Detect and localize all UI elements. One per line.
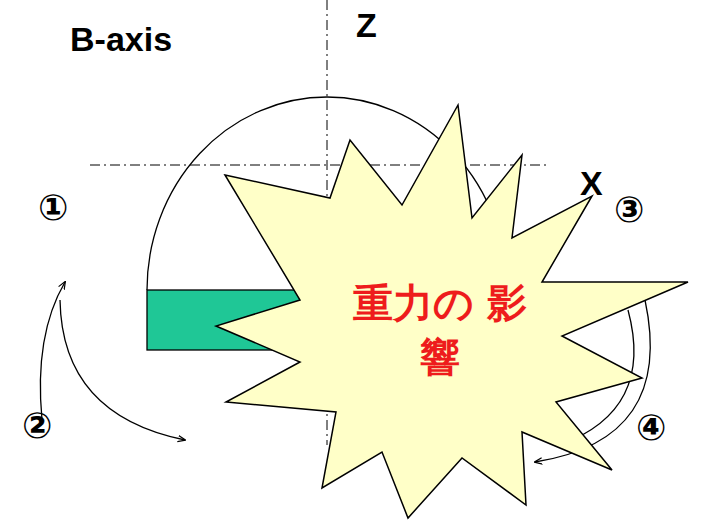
starburst-outline (216, 105, 688, 518)
axis-label: X (580, 166, 603, 200)
callout-number: ① (38, 190, 68, 226)
callout-number: ④ (636, 410, 666, 446)
axis-label: Z (356, 8, 377, 42)
rotation-arrow (40, 282, 65, 420)
callout-number: ② (22, 408, 52, 444)
callout-text: 重力の 影響 (345, 276, 535, 384)
callout-number: ③ (614, 192, 644, 228)
axis-title: B-axis (70, 22, 172, 56)
starburst-callout: 重力の 影響 (210, 95, 695, 523)
rotation-arrow (60, 300, 185, 440)
x-axis-line (90, 165, 548, 166)
